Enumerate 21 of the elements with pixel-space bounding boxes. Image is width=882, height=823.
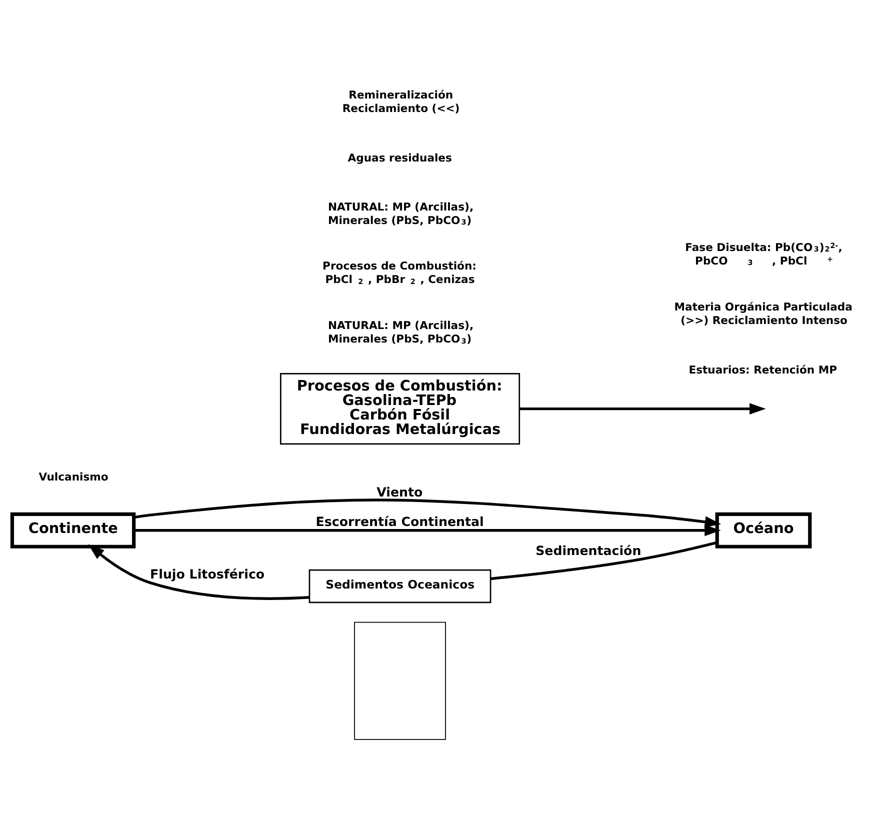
arrow: [134, 498, 722, 528]
node-box: Procesos de Combustión: Gasolina-TEPb Carbón Fósil Fundidoras Metalúrgicas: [280, 373, 520, 445]
label: Vulcanismo: [38, 470, 108, 484]
label: NATURAL: MP (Arcillas), Minerales (PbS, PbCO3): [328, 319, 474, 346]
arrow: [134, 524, 721, 536]
label: Remineralización Reciclamiento (<<): [342, 88, 460, 116]
node-box: Océano: [715, 512, 812, 548]
node-box: [354, 622, 446, 740]
arrow: [520, 403, 766, 414]
node-box: Sedimentos Oceanicos: [308, 569, 492, 604]
edge-label: Flujo Litosférico: [150, 566, 265, 582]
node-box: Continente: [10, 512, 136, 548]
label: NATURAL: MP (Arcillas), Minerales (PbS, PbCO3): [328, 200, 474, 227]
connector: [490, 541, 718, 580]
label: Estuarios: Retención MP: [688, 363, 838, 376]
label: Aguas residuales: [348, 152, 452, 165]
edge-label: Escorrentía Continental: [316, 514, 484, 530]
label: Materia Orgánica Particulada (>>) Reciclamiento Intenso: [674, 300, 852, 327]
arrow: [88, 544, 310, 600]
edge-label: Sedimentación: [536, 542, 642, 558]
edge-label: Viento: [376, 484, 423, 500]
